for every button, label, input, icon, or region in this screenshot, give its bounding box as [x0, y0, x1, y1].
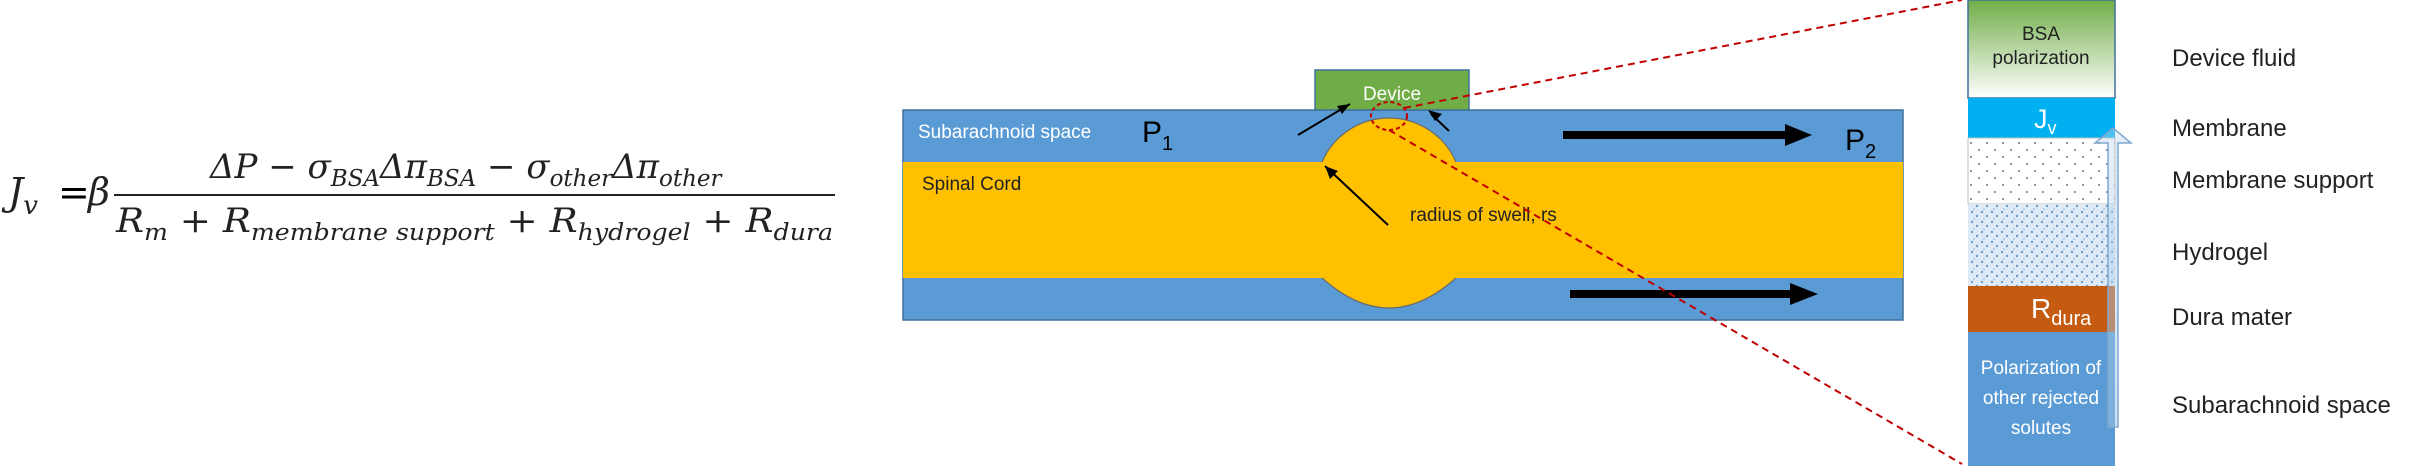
eq-equals: =: [58, 170, 90, 214]
eq-den-r3-sub: hydrogel: [578, 220, 691, 246]
layer-subarachnoid: [1968, 332, 2115, 466]
device-label: Device: [1363, 84, 1421, 105]
eq-num-minus: −: [487, 147, 516, 187]
bsa-label: BSA polarization: [1992, 24, 2089, 69]
p1-base: P: [1142, 116, 1162, 149]
flow-arrow-upper: [1563, 124, 1812, 146]
zoom-line-bottom: [1388, 129, 1963, 465]
label-hydrogel: Hydrogel: [2172, 239, 2268, 266]
layer-labels: Device fluid Membrane Membrane support H…: [2172, 45, 2391, 419]
eq-numerator: ΔP − σBSAΔπBSA − σotherΔπother: [208, 147, 724, 195]
pressure-p1: P1: [1142, 116, 1173, 155]
label-membrane-support: Membrane support: [2172, 167, 2374, 194]
polarization-label: Polarization of other rejected solutes: [1981, 358, 2102, 439]
eq-den-r3: R: [549, 201, 578, 241]
wrapped-line: BSA: [2022, 24, 2060, 45]
eq-num-dpi1: Δπ: [378, 147, 428, 187]
label-subarachnoid-space: Subarachnoid space: [2172, 392, 2391, 419]
label-device-fluid: Device fluid: [2172, 45, 2296, 72]
layer-membrane-support: [1967, 137, 2116, 205]
jv-base: J: [2034, 104, 2048, 134]
eq-den-r4: R: [744, 201, 773, 241]
p2-sub: 2: [1865, 141, 1876, 163]
eq-den-plus2: +: [507, 201, 538, 241]
layer-bsa-polarization: [1967, 0, 2116, 99]
eq-num-sigma2: σ: [526, 147, 550, 187]
p1-sub: 1: [1162, 133, 1173, 155]
p2-base: P: [1845, 124, 1865, 157]
swell-radius-label: radius of swell, rs: [1410, 205, 1557, 226]
eq-num-sigma1-sub: BSA: [330, 166, 380, 192]
eq-num-dpi2-sub: other: [659, 166, 724, 192]
swell-top-outline: [1321, 117, 1457, 163]
layer-membrane: [1968, 98, 2115, 138]
eq-num-sigma2-sub: other: [550, 166, 615, 192]
eq-lhs: Jv: [1, 170, 38, 221]
jv-sub: v: [2048, 118, 2057, 138]
eq-num-dpi2: Δπ: [610, 147, 660, 187]
eq-den-r1: R: [115, 201, 144, 241]
pointer-subarachnoid-head: [1337, 104, 1350, 114]
device-block: [1314, 69, 1470, 111]
pointer-swell-radius-head: [1325, 166, 1338, 179]
spinal-cord-label: Spinal Cord: [922, 174, 1021, 195]
wrapped-line: Polarization of: [1981, 358, 2102, 379]
eq-den-plus3: +: [702, 201, 733, 241]
layer-hydrogel: [1968, 204, 2115, 286]
wrapped-line: solutes: [2011, 418, 2071, 439]
cross-section-diagram: Device Subarachnoid space Spinal Cord P1…: [902, 69, 1904, 321]
zoom-line-top: [1403, 0, 1963, 109]
eq-den-r2: R: [222, 201, 251, 241]
layer-dura: [1968, 286, 2115, 332]
eq-den-r1-sub: m: [144, 220, 168, 246]
eq-den-r4-sub: dura: [774, 220, 833, 246]
eq-num-dpi1-sub: BSA: [426, 166, 476, 192]
label-dura-mater: Dura mater: [2172, 304, 2292, 331]
wrapped-line: other rejected: [1983, 388, 2099, 409]
eq-num-sigma1: σ: [308, 147, 332, 187]
rdura-sub: dura: [2051, 308, 2092, 330]
pressure-p2: P2: [1845, 124, 1876, 163]
eq-num-dp: ΔP −: [208, 147, 297, 187]
layer-stack: BSA polarization Jv Rdura Polarization of…: [1967, 0, 2134, 466]
pointer-device-right-head: [1428, 110, 1442, 121]
rdura-label: Rdura: [2031, 293, 2092, 330]
eq-den-plus1: +: [180, 201, 211, 241]
eq-beta: β: [86, 170, 110, 214]
flow-arrow-lower: [1570, 283, 1818, 305]
eq-jv-sub: v: [23, 191, 38, 221]
label-membrane: Membrane: [2172, 115, 2287, 142]
spinal-cord-swell: [1322, 117, 1456, 279]
jv-label: Jv: [2034, 104, 2057, 138]
eq-jv-base: J: [1, 170, 25, 214]
subarachnoid-label: Subarachnoid space: [918, 122, 1091, 143]
device-focus-circle: [1370, 101, 1408, 131]
swell-bottom-outline: [1321, 277, 1457, 309]
eq-den-r2-sub: membrane support: [251, 220, 496, 246]
pointer-swell-radius: [1324, 165, 1389, 226]
flux-arrow: [2092, 127, 2134, 428]
rdura-base: R: [2031, 293, 2051, 324]
wrapped-line: polarization: [1992, 48, 2089, 69]
